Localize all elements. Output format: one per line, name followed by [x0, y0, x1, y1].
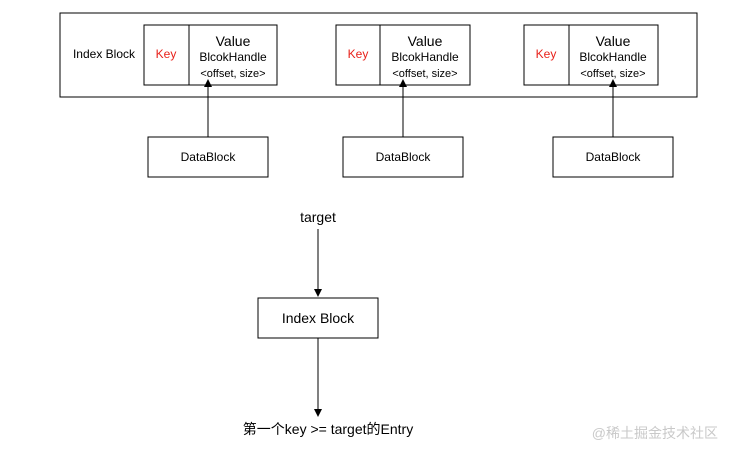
entry-1-value-handle: BlcokHandle [199, 50, 267, 64]
entry-3-value-fields: <offset, size> [580, 68, 645, 80]
entry-2-value-title: Value [408, 33, 443, 49]
entry-2-value-fields: <offset, size> [392, 68, 457, 80]
flow-index-block-label: Index Block [282, 310, 355, 326]
entry-2-value-cell [379, 24, 471, 86]
entry-2-value-handle: BlcokHandle [391, 50, 459, 64]
datablock-2 [342, 136, 464, 178]
entry-3-key: Key [536, 47, 557, 61]
entry-3-value-title: Value [596, 33, 631, 49]
flow-start-label: target [300, 209, 336, 225]
flow-index-block [257, 297, 379, 339]
index-block-label: Index Block [73, 47, 136, 61]
index-entry-2: Key Value BlcokHandle <offset, size> [335, 24, 471, 86]
entry-3-value-handle: BlcokHandle [579, 50, 647, 64]
entry-1-key-cell [143, 24, 190, 86]
datablock-1-label: DataBlock [181, 150, 237, 164]
watermark: @稀土掘金技术社区 [592, 425, 718, 441]
flow-end-label: 第一个key >= target的Entry [243, 421, 413, 437]
entry-1-value-cell [188, 24, 278, 86]
entry-1-value-title: Value [216, 33, 251, 49]
datablock-1 [147, 136, 269, 178]
entry-3-key-cell [523, 24, 570, 86]
datablock-3-label: DataBlock [586, 150, 642, 164]
entry-2-key: Key [348, 47, 369, 61]
entry-1-value-fields: <offset, size> [200, 68, 265, 80]
datablock-3 [552, 136, 674, 178]
datablock-2-label: DataBlock [376, 150, 432, 164]
index-entry-3: Key Value BlcokHandle <offset, size> [523, 24, 659, 86]
entry-1-key: Key [156, 47, 177, 61]
index-entry-1: Key Value BlcokHandle <offset, size> [143, 24, 278, 86]
